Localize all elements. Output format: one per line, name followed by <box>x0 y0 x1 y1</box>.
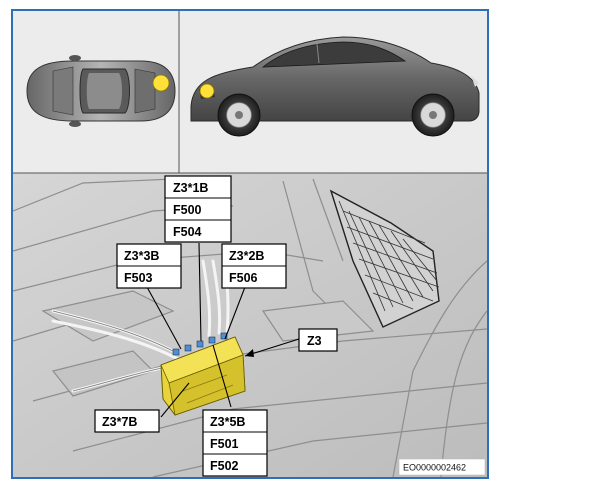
diagram-canvas: Z3*1B F500 F504 Z3*3B F503 Z3*2B F506 Z3… <box>13 11 487 477</box>
label-z3-5b-line-1: F501 <box>210 437 239 451</box>
trunk-structure <box>13 178 487 477</box>
label-z3-2b: Z3*2B F506 <box>221 243 287 289</box>
label-z3-5b: Z3*5B F501 F502 <box>202 409 268 477</box>
image-code: EO0000002462 <box>403 463 466 473</box>
label-z3-1b: Z3*1B F500 F504 <box>164 175 232 243</box>
label-z3-2b-title: Z3*2B <box>229 249 264 263</box>
car-top-view-icon <box>26 55 176 127</box>
diagram-frame: Z3*1B F500 F504 Z3*3B F503 Z3*2B F506 Z3… <box>11 9 489 479</box>
leader-arrowheads <box>245 349 254 357</box>
car-side-view-icon <box>190 36 480 137</box>
label-z3-1b-line-2: F504 <box>173 225 202 239</box>
location-marker-side <box>199 83 215 99</box>
label-z3-1b-title: Z3*1B <box>173 181 208 195</box>
luggage-net <box>329 189 440 328</box>
location-marker-top <box>152 74 170 92</box>
distribution-box-z3 <box>160 332 246 416</box>
label-z3-1b-line-1: F500 <box>173 203 202 217</box>
label-z3-title: Z3 <box>307 334 322 348</box>
label-z3-7b: Z3*7B <box>94 409 160 433</box>
label-z3-3b: Z3*3B F503 <box>116 243 182 289</box>
label-z3-2b-line-1: F506 <box>229 271 258 285</box>
label-z3-3b-title: Z3*3B <box>124 249 159 263</box>
leader-lines <box>146 242 300 418</box>
label-z3-7b-title: Z3*7B <box>102 415 137 429</box>
label-z3-5b-title: Z3*5B <box>210 415 245 429</box>
label-z3: Z3 <box>298 328 338 352</box>
label-z3-5b-line-2: F502 <box>210 459 239 473</box>
image-code-box: EO0000002462 <box>398 458 486 476</box>
label-z3-3b-line-1: F503 <box>124 271 153 285</box>
